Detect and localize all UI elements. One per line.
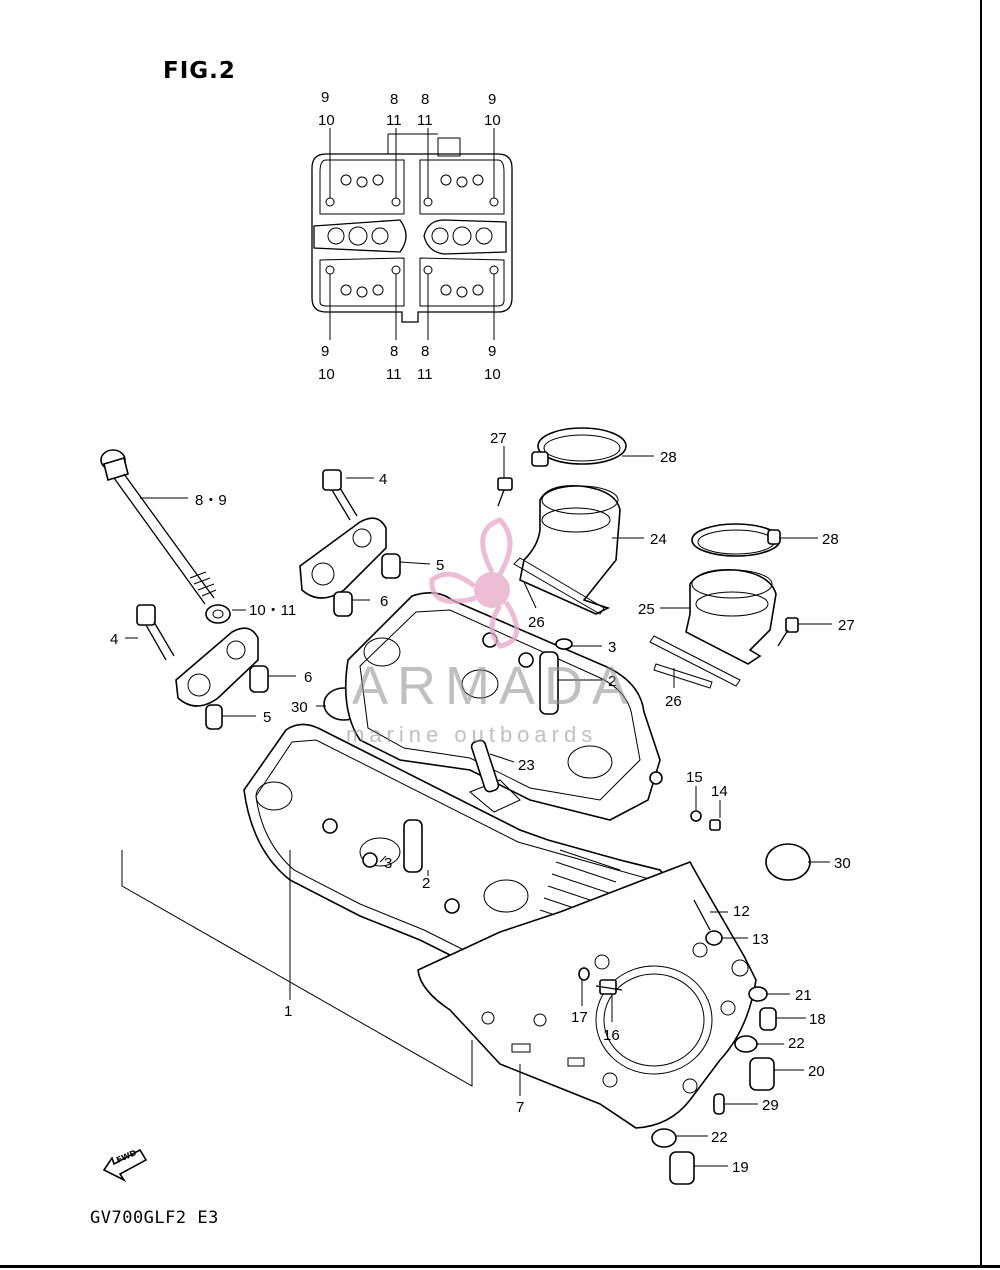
callout-30: 30 [291,699,308,716]
intake-clamp-28-upper [531,427,627,467]
callout-22: 22 [711,1129,728,1146]
watermark-propeller-logo [429,517,520,649]
callout-16: 16 [603,1027,620,1044]
top-label-10: 10 [484,112,501,129]
callout-1: 1 [284,1003,292,1020]
bottom-label-10: 10 [484,366,501,383]
callout-29: 29 [762,1097,779,1114]
intake-pipe-25 [685,568,777,665]
callout-24: 24 [650,531,667,548]
intake-gasket-26-lower [649,635,741,689]
callout-19: 19 [732,1159,749,1176]
callout-2: 2 [422,875,430,892]
bottom-label-10: 10 [318,366,335,383]
callout-4: 4 [379,471,387,488]
figure-title: FIG.2 [163,58,236,84]
callout-5: 5 [436,557,444,574]
dowel-pins [205,553,401,730]
callout-26: 26 [528,614,545,631]
callout-8-9: 8・9 [195,492,227,509]
top-label-10: 10 [318,112,335,129]
washer [205,604,231,624]
callout-7: 7 [516,1099,524,1116]
callout-6: 6 [304,669,312,686]
assembly-bracket [121,850,473,1087]
callout-17: 17 [571,1009,588,1026]
callout-6: 6 [380,593,388,610]
callout-27: 27 [490,430,507,447]
bolt-4-upper [322,469,358,521]
callout-2: 2 [608,673,616,690]
callout-30: 30 [834,855,851,872]
cam-holder-lower [175,627,259,707]
callout-labels: 8・9 10・11 4 4 5 6 6 5 30 27 28 24 28 25 … [110,430,855,1176]
watermark-brand: ARMADA [352,656,638,716]
callout-23: 23 [518,757,535,774]
leader-lines [125,446,832,1167]
intake-gasket-26-upper [513,557,605,615]
rear-cylinder-head [344,592,663,821]
callout-3: 3 [384,855,392,872]
bolt-4-lower [136,604,175,661]
callout-4: 4 [110,631,118,648]
callout-13: 13 [752,931,769,948]
intake-pipe-24 [519,484,621,615]
screws-27 [497,477,799,647]
callout-5: 5 [263,709,271,726]
intake-clamp-28-lower [691,523,781,557]
callout-22: 22 [788,1035,805,1052]
callout-27: 27 [838,617,855,634]
top-label-9: 9 [488,91,496,108]
callout-28: 28 [660,449,677,466]
callout-21: 21 [795,987,812,1004]
callout-28: 28 [822,531,839,548]
forward-arrow-icon [102,1148,148,1183]
callout-20: 20 [808,1063,825,1080]
head-bolt-long [100,449,217,605]
cylinder-head-top-view [311,128,513,340]
callout-18: 18 [809,1011,826,1028]
bottom-label-11: 11 [386,366,402,383]
page-border-right [980,0,982,1266]
top-view-labels: 9 10 8 11 8 11 9 10 9 10 8 11 8 11 9 10 [318,89,501,383]
top-label-8: 8 [390,91,398,108]
callout-12: 12 [733,903,750,920]
bottom-label-8: 8 [390,343,398,360]
callout-15: 15 [686,769,703,786]
cam-holder-upper [299,517,387,599]
model-code: GV700GLF2 E3 [90,1208,219,1228]
bottom-label-9: 9 [321,343,329,360]
top-label-8: 8 [421,91,429,108]
bottom-label-11: 11 [417,366,433,383]
top-label-9: 9 [321,89,329,106]
bottom-label-9: 9 [488,343,496,360]
cylinder-head-gasket [417,861,757,1129]
bottom-label-8: 8 [421,343,429,360]
callout-26: 26 [665,693,682,710]
top-label-11: 11 [417,112,433,129]
callout-3: 3 [608,639,616,656]
top-label-11: 11 [386,112,402,129]
callout-25: 25 [638,601,655,618]
watermark-tagline: marine outboards [346,722,598,747]
callout-10-11: 10・11 [249,602,296,619]
callout-14: 14 [711,783,728,800]
page-border-bottom [0,1265,1000,1268]
